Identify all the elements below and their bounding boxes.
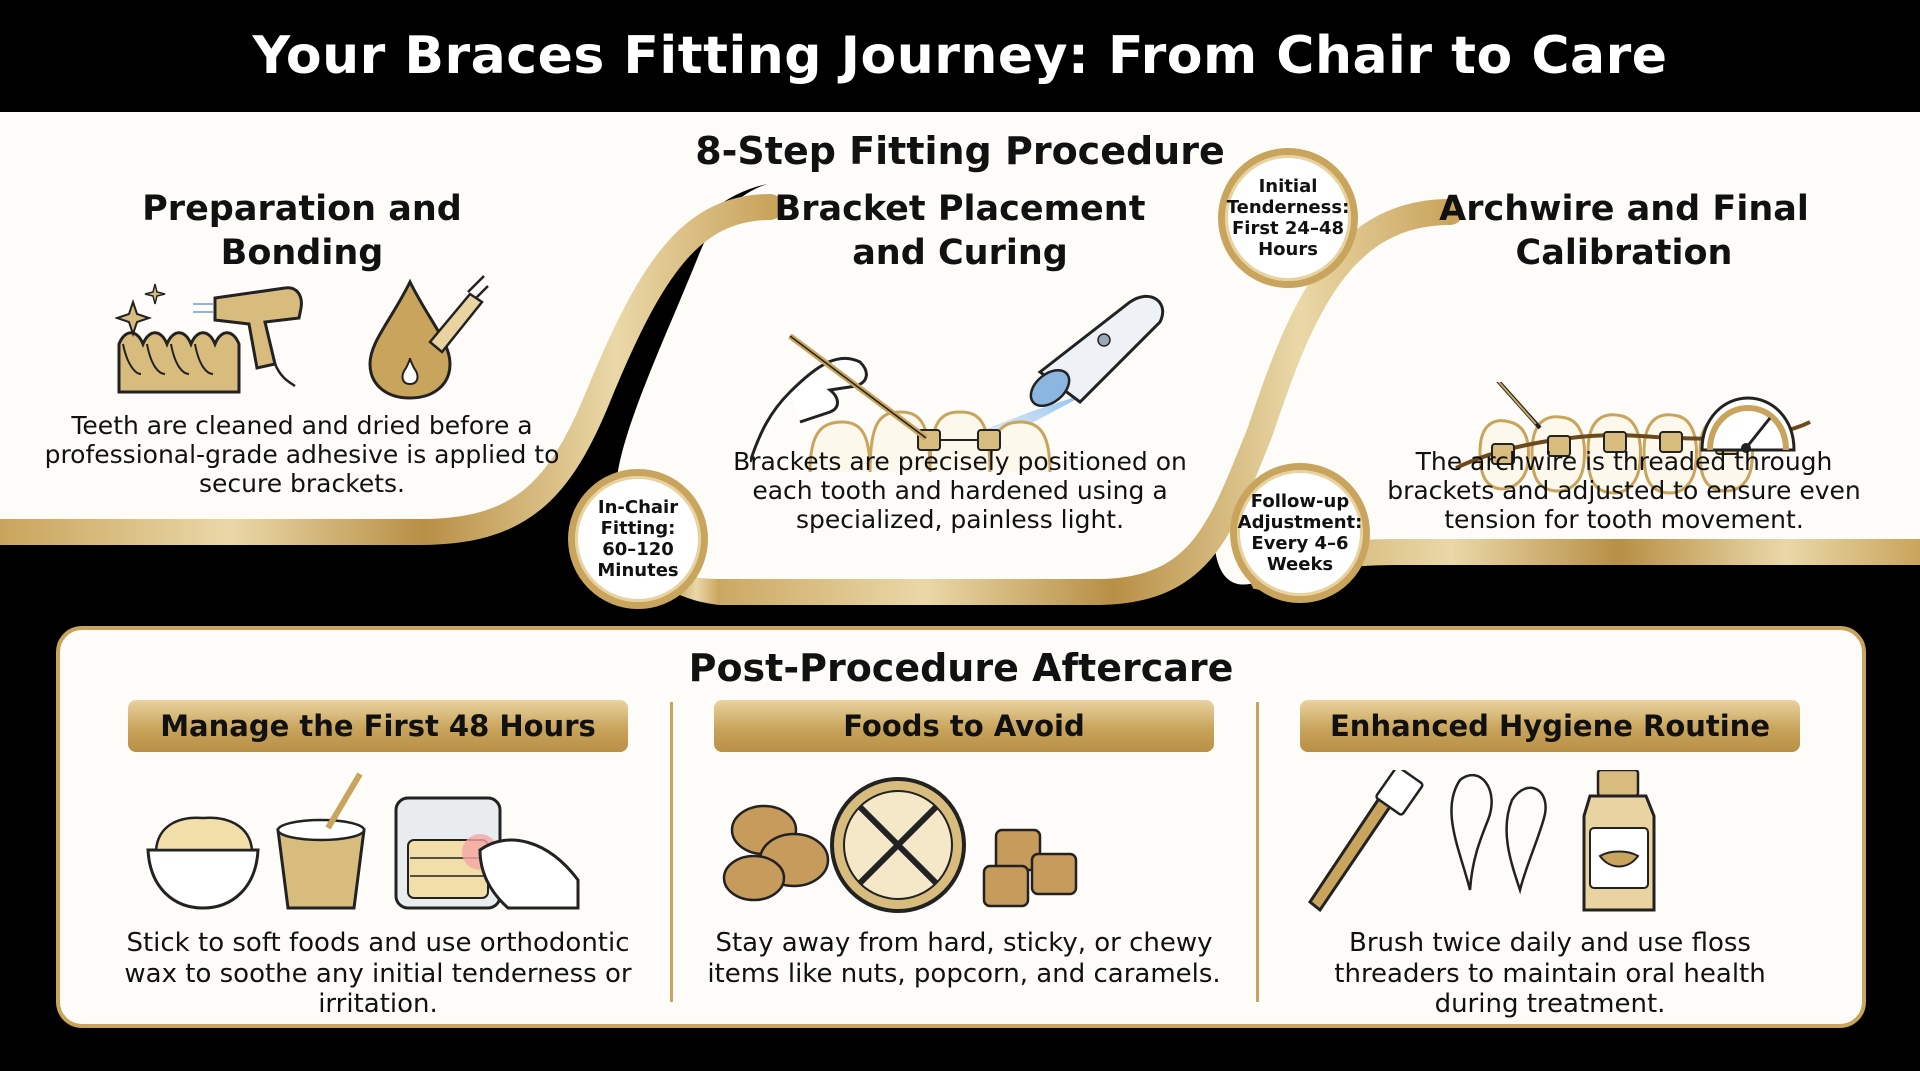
step-title-preparation: Preparation and Bonding xyxy=(142,189,462,273)
hygiene-icons xyxy=(1307,770,1656,913)
column-divider xyxy=(670,702,673,1002)
procedure-panel xyxy=(0,112,1920,612)
nuts-icon xyxy=(722,804,830,902)
curing-light-icon xyxy=(1029,295,1165,407)
air-dryer-icon xyxy=(193,286,303,388)
badge-in-chair-fitting: In-Chair Fitting: 60–120 Minutes xyxy=(568,469,708,609)
aftercare-column-foods-to-avoid: Foods to Avoid Stay away from hard, stic… xyxy=(707,700,1221,1020)
mouthwash-icon xyxy=(1582,770,1656,912)
teeth-icon xyxy=(115,283,303,394)
yogurt-cup-icon xyxy=(276,772,366,910)
column-label: Enhanced Hygiene Routine xyxy=(1300,700,1800,752)
step-desc-bracket-placement: Brackets are precisely positioned on eac… xyxy=(733,447,1187,534)
aftercare-panel: Post-Procedure Aftercare Manage the Firs… xyxy=(56,626,1866,1028)
aftercare-heading: Post-Procedure Aftercare xyxy=(688,646,1234,690)
badge-follow-up-adjustment: Follow-up Adjustment: Every 4–6 Weeks xyxy=(1230,463,1370,603)
step-desc-archwire: The archwire is threaded through bracket… xyxy=(1387,447,1861,534)
title-bar: Your Braces Fitting Journey: From Chair … xyxy=(0,0,1920,112)
page-title: Your Braces Fitting Journey: From Chair … xyxy=(252,26,1668,86)
hand-tool-icon xyxy=(750,333,928,463)
caramel-icon xyxy=(982,828,1078,908)
floss-threader-icon xyxy=(1450,773,1547,895)
column-label: Manage the First 48 Hours xyxy=(128,700,628,752)
soft-foods-icons xyxy=(146,772,580,910)
aftercare-column-first-48-hours: Manage the First 48 Hours Stick to soft … xyxy=(124,700,632,1020)
bracket-placement-illustration xyxy=(750,295,1165,473)
column-desc: Stick to soft foods and use orthodontic … xyxy=(124,928,632,1020)
column-divider xyxy=(1256,702,1259,1002)
foods-to-avoid-icons xyxy=(722,777,1078,913)
adhesive-drop-icon xyxy=(368,275,489,400)
badge-initial-tenderness: Initial Tenderness: First 24–48 Hours xyxy=(1218,148,1358,288)
pudding-bowl-icon xyxy=(146,816,260,910)
no-popcorn-icon xyxy=(830,777,966,913)
wax-case-icon xyxy=(394,796,580,910)
procedure-heading: 8-Step Fitting Procedure xyxy=(695,129,1225,173)
column-label: Foods to Avoid xyxy=(714,700,1214,752)
aftercare-column-hygiene: Enhanced Hygiene Routine Brush twice dai… xyxy=(1300,700,1800,1020)
column-desc: Stay away from hard, sticky, or chewy it… xyxy=(707,928,1221,989)
bracket-tooth-icon xyxy=(808,410,1052,473)
column-desc: Brush twice daily and use floss threader… xyxy=(1334,928,1766,1020)
step-title-bracket-placement: Bracket Placement and Curing xyxy=(774,189,1146,273)
gauge-icon xyxy=(1700,396,1796,453)
step-desc-preparation: Teeth are cleaned and dried before a pro… xyxy=(44,411,560,498)
toothbrush-icon xyxy=(1307,770,1424,913)
sparkle-icon xyxy=(115,298,153,338)
step-title-archwire: Archwire and Final Calibration xyxy=(1439,189,1809,273)
